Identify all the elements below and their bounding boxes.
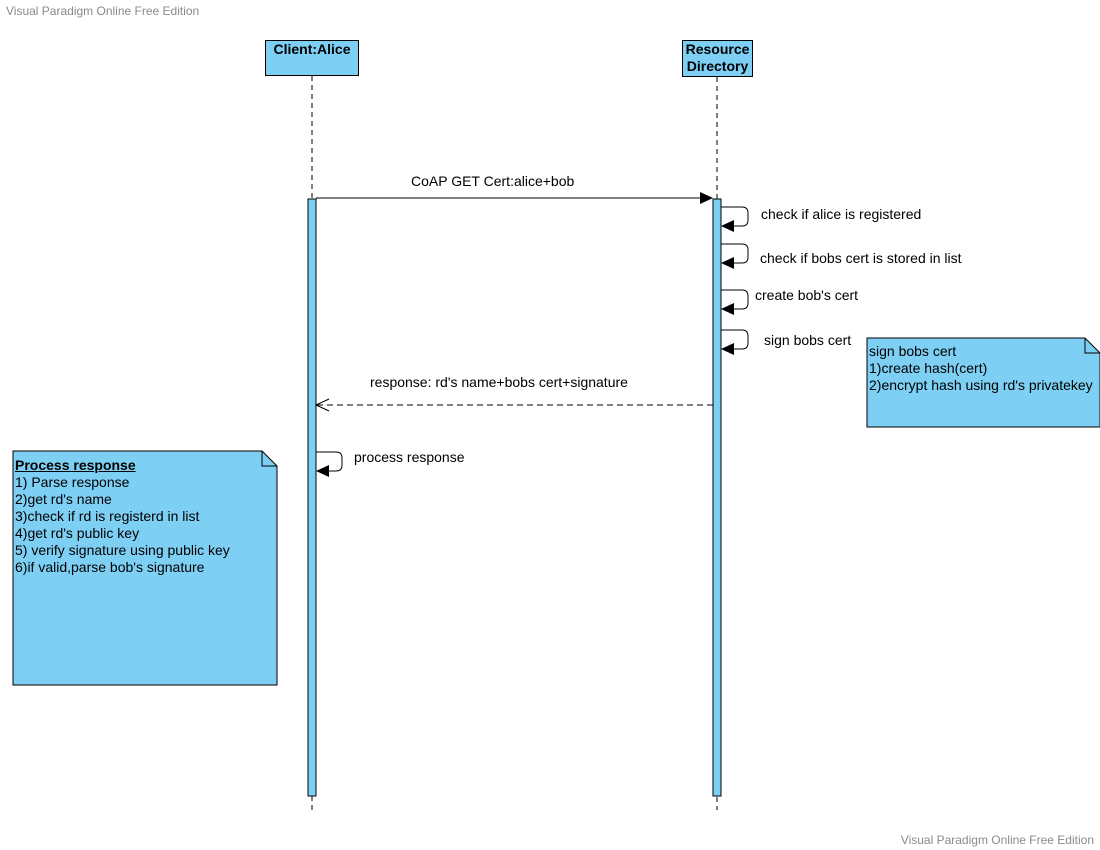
note-sign-bobs-cert[interactable]: sign bobs cert 1)create hash(cert) 2)enc… — [869, 343, 1097, 394]
watermark-top: Visual Paradigm Online Free Edition — [6, 4, 200, 18]
message-sign-cert-label: sign bobs cert — [764, 332, 852, 348]
message-check-registered-label: check if alice is registered — [761, 206, 922, 222]
note-process-fold — [261, 451, 277, 467]
self-arrow-check-cert-stored — [721, 243, 749, 264]
note-process-line-5: 5) verify signature using public key — [15, 542, 230, 558]
self-arrowhead-sign-cert — [721, 343, 734, 355]
response-arrowhead — [314, 398, 330, 412]
note-sign-line-1: sign bobs cert — [869, 343, 957, 359]
participant-resource-directory[interactable]: Resource Directory — [682, 40, 753, 77]
note-process-response[interactable]: Process response 1) Parse response 2)get… — [15, 457, 273, 576]
note-sign-line-2: 1)create hash(cert) — [869, 360, 988, 376]
note-process-line-4: 4)get rd's public key — [15, 525, 140, 541]
note-process-line-1: 1) Parse response — [15, 474, 130, 490]
participant-client-alice-label: Client:Alice — [273, 41, 351, 57]
message-check-cert-stored-label: check if bobs cert is stored in list — [760, 250, 962, 266]
note-process-line-3: 3)check if rd is registerd in list — [15, 508, 200, 524]
message-process-response-label: process response — [354, 449, 465, 465]
self-arrow-create-cert — [721, 289, 749, 310]
participant-resource-directory-label-line2: Directory — [686, 58, 749, 74]
self-arrow-sign-cert — [721, 329, 749, 350]
note-process-shape — [12, 450, 278, 686]
note-sign-fold — [1084, 338, 1100, 354]
self-arrowhead-process-response — [316, 465, 329, 477]
message-create-cert-label: create bob's cert — [755, 287, 859, 303]
participant-resource-directory-label-line1: Resource — [685, 41, 750, 57]
self-arrowhead-check-cert-stored — [721, 257, 734, 269]
participant-client-alice[interactable]: Client:Alice — [265, 40, 359, 76]
self-arrow-process-response — [316, 451, 343, 472]
self-arrowhead-create-cert — [721, 303, 734, 315]
message-request-label: CoAP GET Cert:alice+bob — [411, 173, 575, 189]
message-response-label: response: rd's name+bobs cert+signature — [370, 374, 628, 390]
self-arrowhead-check-registered — [721, 220, 734, 232]
note-sign-line-3: 2)encrypt hash using rd's privatekey — [869, 377, 1093, 393]
self-arrow-check-registered — [721, 206, 749, 227]
watermark-bottom: Visual Paradigm Online Free Edition — [900, 833, 1094, 847]
note-process-title: Process response — [15, 457, 136, 473]
activation-bar-resource-directory — [712, 198, 722, 797]
note-sign-shape — [866, 337, 1100, 428]
note-process-line-2: 2)get rd's name — [15, 491, 112, 507]
activation-bar-alice — [307, 198, 317, 797]
request-arrowhead — [700, 192, 713, 204]
note-process-line-6: 6)if valid,parse bob's signature — [15, 559, 205, 575]
